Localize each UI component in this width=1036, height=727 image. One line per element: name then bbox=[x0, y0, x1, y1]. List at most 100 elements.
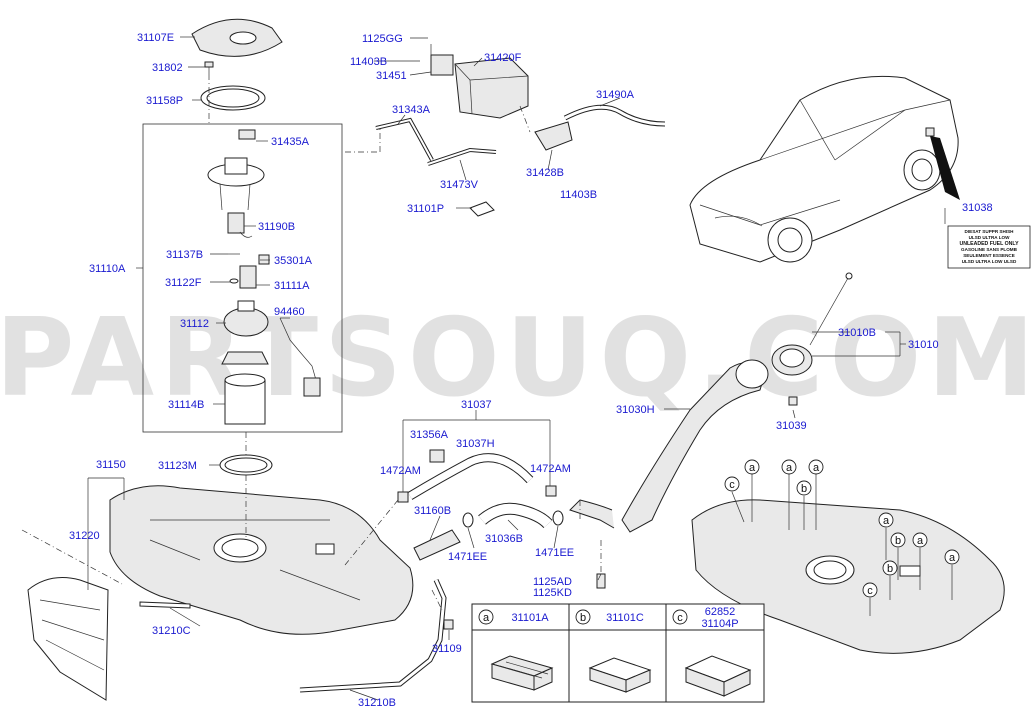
label-31343A: 31343A bbox=[392, 104, 431, 116]
label-31030H: 31030H bbox=[616, 404, 655, 416]
dash-lines bbox=[21, 74, 602, 611]
part-labels: 31107E 31802 31158P 1125GG 11403B 31451 … bbox=[69, 32, 993, 709]
sticker-line-2: ULSD ULTRA LOW bbox=[969, 235, 1010, 240]
label-31110A: 31110A bbox=[89, 263, 126, 275]
bracket-31428B bbox=[534, 121, 573, 151]
callout-a-6 bbox=[944, 549, 960, 565]
clip-31356A bbox=[429, 449, 445, 463]
fuel-tank-31150 bbox=[109, 485, 414, 635]
pump-flange bbox=[207, 157, 265, 211]
label-31158P: 31158P bbox=[146, 95, 183, 107]
legend-key-a-text: a bbox=[483, 612, 490, 624]
legend-key-b-text: b bbox=[580, 612, 586, 624]
car-illustration bbox=[689, 75, 959, 263]
label-31160B: 31160B bbox=[414, 505, 451, 517]
strap-31210C bbox=[139, 601, 191, 609]
label-31112: 31112 bbox=[180, 318, 209, 330]
callout-b-3 bbox=[882, 560, 898, 576]
hose-31490A bbox=[563, 104, 666, 127]
label-31036B: 31036B bbox=[485, 533, 523, 545]
clamp-1471EE-right bbox=[552, 510, 564, 526]
sticker-line-6: ULSD ULTRA LOW ULSD bbox=[962, 259, 1017, 264]
legend-part-31101C: 31101C bbox=[606, 612, 644, 624]
label-31037H: 31037H bbox=[456, 438, 495, 450]
label-31101P bbox=[469, 201, 495, 217]
strap-31210B bbox=[299, 578, 447, 693]
callout-arrow-31038 bbox=[930, 136, 960, 200]
pad-icon-c bbox=[684, 655, 752, 697]
label-31802: 31802 bbox=[152, 62, 183, 74]
pad-icon-a bbox=[490, 655, 554, 691]
label-11403B-top: 11403B bbox=[350, 56, 387, 68]
label-1472AM-right: 1472AM bbox=[530, 463, 571, 475]
callout-a-1-text: a bbox=[749, 462, 756, 474]
label-31039: 31039 bbox=[776, 420, 807, 432]
label-31010: 31010 bbox=[908, 339, 939, 351]
label-31150: 31150 bbox=[96, 459, 126, 471]
label-31210C: 31210C bbox=[152, 625, 191, 637]
callout-a-5-text: a bbox=[917, 535, 924, 547]
label-31473V: 31473V bbox=[440, 179, 479, 191]
clamp-1471EE-left bbox=[462, 512, 474, 528]
callout-b-2 bbox=[890, 532, 906, 548]
hose-31473V bbox=[427, 147, 497, 166]
label-31010B: 31010B bbox=[838, 327, 876, 339]
callout-a-4-text: a bbox=[883, 515, 890, 527]
label-31428B: 31428B bbox=[526, 167, 564, 179]
callout-c-2-text: c bbox=[867, 585, 873, 597]
callout-a-3-text: a bbox=[813, 462, 820, 474]
sender-94460 bbox=[279, 317, 321, 397]
filler-cap-31010 bbox=[771, 272, 853, 376]
strainer-31114B bbox=[221, 351, 269, 425]
callout-b-2-text: b bbox=[895, 535, 901, 547]
clamp-1472AM-right bbox=[545, 485, 557, 497]
legend-part-31104P: 31104P bbox=[701, 618, 738, 630]
label-31038: 31038 bbox=[962, 202, 993, 214]
hose-31036B bbox=[478, 502, 553, 529]
callout-a-3 bbox=[808, 459, 824, 475]
label-94460: 94460 bbox=[274, 306, 305, 318]
callout-c-1 bbox=[724, 476, 740, 492]
callout-a-2-text: a bbox=[786, 462, 793, 474]
label-31190B: 31190B bbox=[258, 221, 295, 233]
label-1471EE-left: 1471EE bbox=[448, 551, 487, 563]
nut-31109 bbox=[443, 619, 454, 630]
fuel-label-31038: DIESAT SUPPR SHISH ULSD ULTRA LOW UNLEAD… bbox=[947, 225, 1031, 269]
heat-shield-31220 bbox=[27, 577, 109, 701]
callout-b-1 bbox=[796, 480, 812, 496]
label-31111A: 31111A bbox=[274, 280, 310, 292]
oring-31122F bbox=[229, 278, 239, 284]
label-31122F: 31122F bbox=[165, 277, 202, 289]
callout-a-5 bbox=[912, 532, 928, 548]
clamp-1472AM-left bbox=[397, 491, 409, 503]
sticker-line-5: SEULEMENT ESSENCE bbox=[963, 253, 1015, 258]
label-31137B: 31137B bbox=[166, 249, 203, 261]
label-1125KD: 1125KD bbox=[533, 587, 572, 599]
hose-31160B bbox=[413, 529, 461, 561]
callout-b-3-text: b bbox=[887, 563, 893, 575]
pump-31111A bbox=[239, 265, 257, 289]
pump-assembly-frame bbox=[142, 123, 343, 433]
label-31109: 31109 bbox=[432, 643, 462, 655]
legend-key-c bbox=[672, 609, 688, 625]
sticker-line-4: GASOLINE SANS PLOMB bbox=[961, 247, 1018, 252]
screw-31039 bbox=[788, 396, 798, 406]
label-35301A: 35301A bbox=[274, 255, 313, 267]
label-1125AD: 1125AD bbox=[533, 576, 572, 588]
callout-a-2 bbox=[781, 459, 797, 475]
ring-31158P bbox=[200, 85, 266, 111]
label-1472AM-left: 1472AM bbox=[380, 465, 421, 477]
label-1471EE-right: 1471EE bbox=[535, 547, 574, 559]
filler-neck-31030H bbox=[569, 359, 769, 533]
leader-lines bbox=[87, 36, 946, 701]
callout-b-1-text: b bbox=[801, 483, 807, 495]
legend-part-31101A: 31101A bbox=[511, 612, 549, 624]
canister-31420F bbox=[454, 57, 529, 119]
label-11403B-bottom: 11403B bbox=[560, 189, 597, 201]
filter-31190B bbox=[227, 212, 253, 238]
callout-a-6-text: a bbox=[949, 552, 956, 564]
pad-icon-b bbox=[588, 657, 652, 693]
label-31210B: 31210B bbox=[358, 697, 396, 709]
